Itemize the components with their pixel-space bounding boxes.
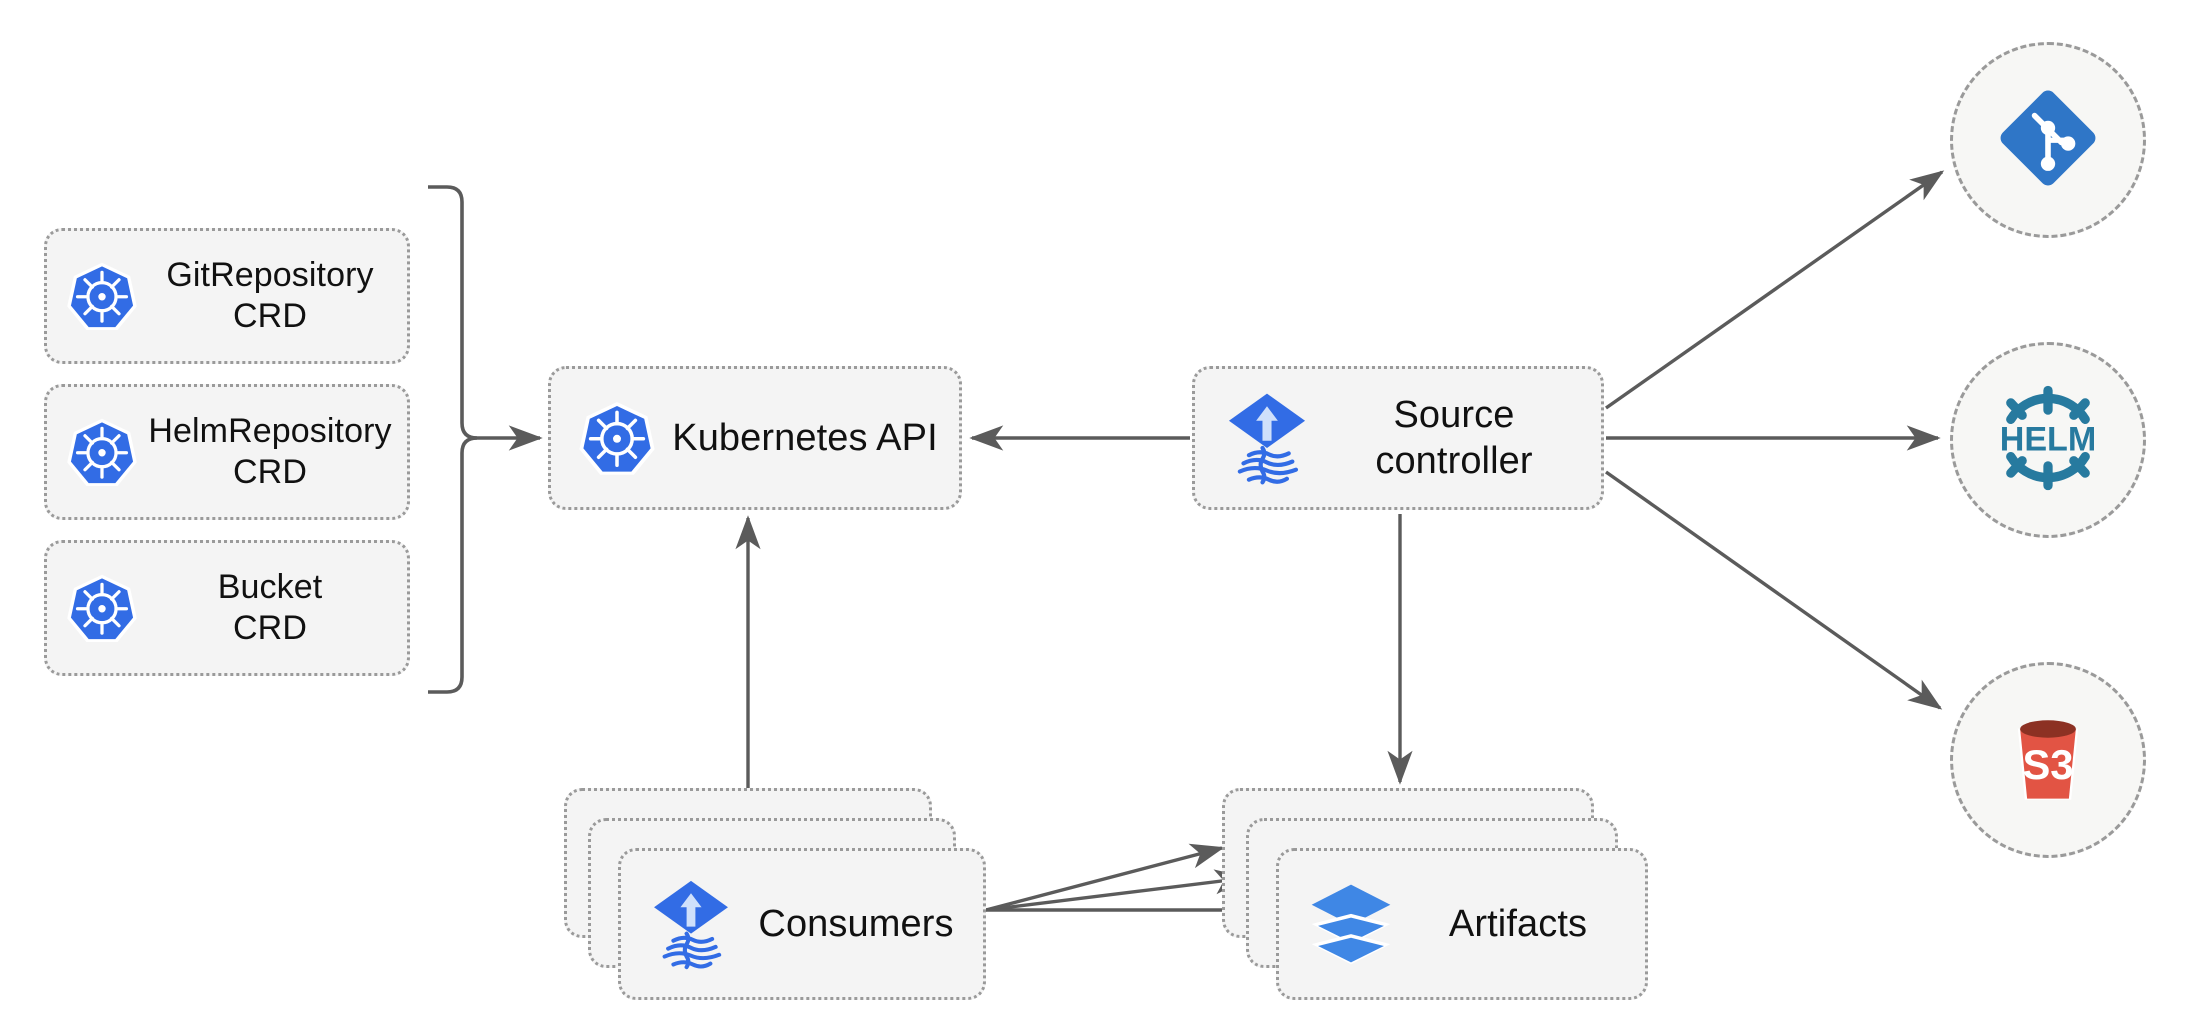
edge-consumers-to-artifacts-2: [985, 869, 1249, 912]
helm-label: HELM: [2000, 420, 2097, 458]
edge-source-to-s3: [1605, 470, 1943, 710]
git-icon: [1992, 82, 2104, 199]
kubernetes-icon: [65, 571, 139, 645]
kubernetes-api-box[interactable]: Kubernetes API: [548, 366, 962, 510]
kubernetes-icon: [577, 398, 657, 478]
consumers-label: Consumers: [758, 902, 954, 945]
consumers-box[interactable]: Consumers: [618, 848, 986, 1000]
flux-icon: [647, 877, 735, 971]
kubernetes-api-label: Kubernetes API: [672, 416, 938, 459]
flux-icon: [1221, 390, 1313, 486]
s3-icon: S3: [1990, 700, 2106, 821]
artifacts-label: Artifacts: [1448, 902, 1588, 945]
helm-source-circle[interactable]: HELM: [1950, 342, 2146, 538]
artifacts-box[interactable]: Artifacts: [1276, 848, 1648, 1000]
git-source-circle[interactable]: [1950, 42, 2146, 238]
edge-consumers-to-artifacts-1: [985, 843, 1225, 912]
helm-icon: HELM: [1986, 376, 2110, 505]
edge-source-to-git: [1605, 170, 1945, 410]
kubernetes-icon: [65, 415, 139, 489]
kubernetes-icon: [65, 259, 139, 333]
s3-source-circle[interactable]: S3: [1950, 662, 2146, 858]
layers-icon: [1305, 881, 1397, 967]
crd-group-brace: [428, 185, 478, 694]
s3-label: S3: [2022, 740, 2073, 787]
